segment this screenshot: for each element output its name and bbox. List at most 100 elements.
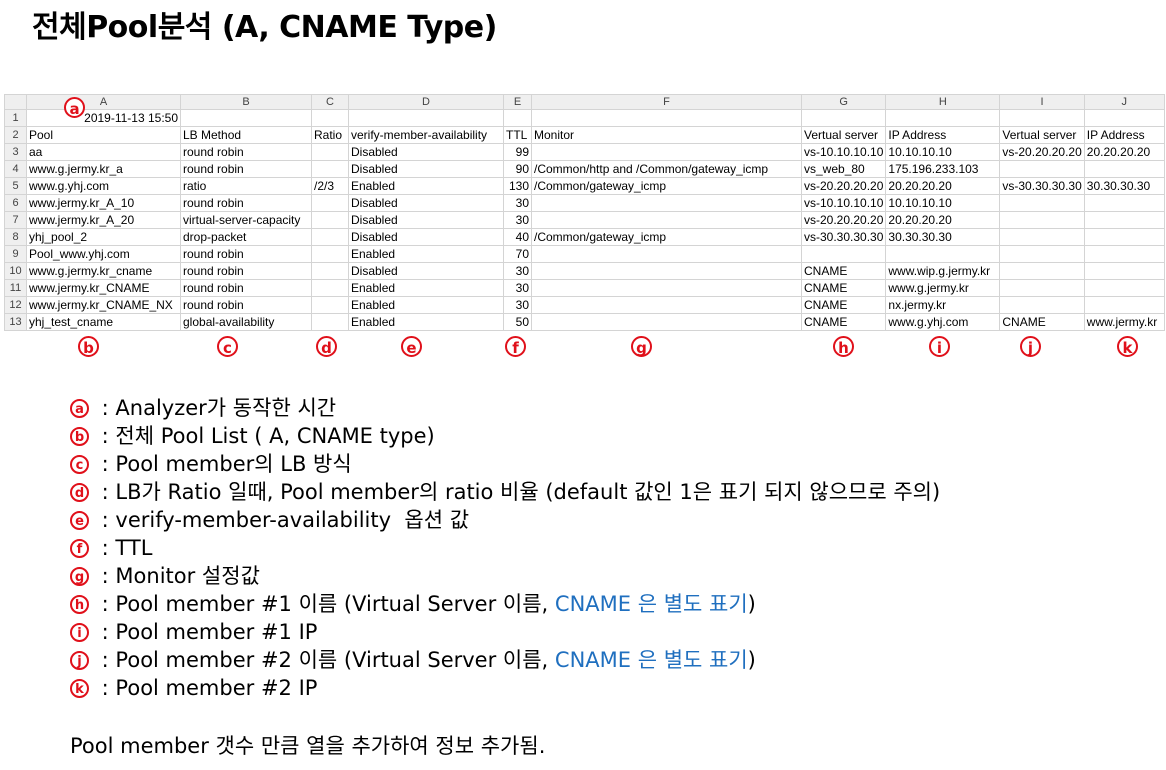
data-cell[interactable]: vs-20.20.20.20 bbox=[999, 143, 1085, 161]
data-cell[interactable] bbox=[999, 279, 1085, 297]
data-cell[interactable] bbox=[999, 262, 1085, 280]
empty-cell[interactable] bbox=[800, 109, 887, 127]
data-cell[interactable]: vs-30.30.30.30 bbox=[999, 177, 1085, 195]
column-letter[interactable]: D bbox=[348, 94, 504, 110]
row-number[interactable]: 11 bbox=[4, 279, 27, 297]
data-cell[interactable] bbox=[531, 279, 802, 297]
data-cell[interactable]: ratio bbox=[180, 177, 312, 195]
data-cell[interactable]: round robin bbox=[180, 194, 312, 212]
data-cell[interactable]: vs-10.10.10.10 bbox=[800, 194, 887, 212]
data-cell[interactable]: 50 bbox=[503, 313, 532, 331]
data-cell[interactable] bbox=[1083, 160, 1165, 178]
data-cell[interactable]: 30 bbox=[503, 279, 532, 297]
data-cell[interactable]: nx.jermy.kr bbox=[885, 296, 1001, 314]
data-cell[interactable] bbox=[531, 313, 802, 331]
data-cell[interactable]: aa bbox=[26, 143, 181, 161]
header-cell[interactable]: verify-member-availability bbox=[348, 126, 504, 144]
data-cell[interactable]: 30.30.30.30 bbox=[885, 228, 1001, 246]
data-cell[interactable]: 175.196.233.103 bbox=[885, 160, 1001, 178]
data-cell[interactable]: www.g.jermy.kr bbox=[885, 279, 1001, 297]
data-cell[interactable] bbox=[531, 245, 802, 263]
row-number[interactable]: 13 bbox=[4, 313, 27, 331]
data-cell[interactable]: vs-30.30.30.30 bbox=[800, 228, 887, 246]
empty-cell[interactable] bbox=[311, 109, 349, 127]
row-number[interactable]: 7 bbox=[4, 211, 27, 229]
data-cell[interactable]: /Common/gateway_icmp bbox=[531, 228, 802, 246]
data-cell[interactable] bbox=[311, 211, 349, 229]
data-cell[interactable]: 20.20.20.20 bbox=[1083, 143, 1165, 161]
data-cell[interactable]: 30 bbox=[503, 211, 532, 229]
data-cell[interactable]: round robin bbox=[180, 296, 312, 314]
row-number[interactable]: 9 bbox=[4, 245, 27, 263]
data-cell[interactable] bbox=[999, 228, 1085, 246]
column-letter[interactable]: G bbox=[800, 94, 887, 110]
data-cell[interactable]: round robin bbox=[180, 262, 312, 280]
data-cell[interactable] bbox=[311, 296, 349, 314]
data-cell[interactable]: global-availability bbox=[180, 313, 312, 331]
data-cell[interactable]: 90 bbox=[503, 160, 532, 178]
data-cell[interactable]: round robin bbox=[180, 279, 312, 297]
data-cell[interactable]: drop-packet bbox=[180, 228, 312, 246]
data-cell[interactable]: round robin bbox=[180, 245, 312, 263]
data-cell[interactable]: Enabled bbox=[348, 313, 504, 331]
data-cell[interactable] bbox=[311, 228, 349, 246]
data-cell[interactable]: Disabled bbox=[348, 143, 504, 161]
data-cell[interactable] bbox=[999, 211, 1085, 229]
data-cell[interactable]: www.jermy.kr_A_20 bbox=[26, 211, 181, 229]
row-number[interactable]: 10 bbox=[4, 262, 27, 280]
data-cell[interactable]: yhj_test_cname bbox=[26, 313, 181, 331]
data-cell[interactable] bbox=[1083, 262, 1165, 280]
data-cell[interactable]: www.jermy.kr_A_10 bbox=[26, 194, 181, 212]
column-letter[interactable]: E bbox=[503, 94, 532, 110]
data-cell[interactable] bbox=[311, 143, 349, 161]
data-cell[interactable]: 30 bbox=[503, 194, 532, 212]
data-cell[interactable] bbox=[531, 194, 802, 212]
data-cell[interactable]: CNAME bbox=[800, 262, 887, 280]
data-cell[interactable]: 20.20.20.20 bbox=[885, 177, 1001, 195]
column-letter[interactable]: H bbox=[885, 94, 1001, 110]
row-number[interactable]: 6 bbox=[4, 194, 27, 212]
data-cell[interactable] bbox=[311, 160, 349, 178]
data-cell[interactable]: www.g.yhj.com bbox=[885, 313, 1001, 331]
data-cell[interactable]: Disabled bbox=[348, 160, 504, 178]
timestamp-cell[interactable]: 2019-11-13 15:50 bbox=[26, 109, 181, 127]
column-letter[interactable]: F bbox=[531, 94, 802, 110]
column-letter[interactable]: I bbox=[999, 94, 1085, 110]
data-cell[interactable]: www.g.jermy.kr_cname bbox=[26, 262, 181, 280]
row-number[interactable]: 3 bbox=[4, 143, 27, 161]
data-cell[interactable] bbox=[531, 211, 802, 229]
data-cell[interactable] bbox=[885, 245, 1001, 263]
data-cell[interactable]: /Common/http and /Common/gateway_icmp bbox=[531, 160, 802, 178]
data-cell[interactable]: CNAME bbox=[800, 279, 887, 297]
data-cell[interactable]: 40 bbox=[503, 228, 532, 246]
data-cell[interactable]: yhj_pool_2 bbox=[26, 228, 181, 246]
data-cell[interactable]: virtual-server-capacity bbox=[180, 211, 312, 229]
data-cell[interactable]: Enabled bbox=[348, 245, 504, 263]
data-cell[interactable]: 20.20.20.20 bbox=[885, 211, 1001, 229]
empty-cell[interactable] bbox=[348, 109, 504, 127]
header-cell[interactable]: Vertual server bbox=[999, 126, 1085, 144]
data-cell[interactable] bbox=[311, 245, 349, 263]
data-cell[interactable]: /2/3 bbox=[311, 177, 349, 195]
data-cell[interactable] bbox=[1083, 245, 1165, 263]
data-cell[interactable]: 30.30.30.30 bbox=[1083, 177, 1165, 195]
data-cell[interactable]: vs-20.20.20.20 bbox=[800, 177, 887, 195]
data-cell[interactable] bbox=[311, 194, 349, 212]
data-cell[interactable]: vs-10.10.10.10 bbox=[800, 143, 887, 161]
data-cell[interactable]: round robin bbox=[180, 160, 312, 178]
data-cell[interactable]: CNAME bbox=[999, 313, 1085, 331]
data-cell[interactable]: www.g.jermy.kr_a bbox=[26, 160, 181, 178]
data-cell[interactable]: CNAME bbox=[800, 296, 887, 314]
data-cell[interactable]: vs_web_80 bbox=[800, 160, 887, 178]
data-cell[interactable] bbox=[311, 279, 349, 297]
data-cell[interactable]: Pool_www.yhj.com bbox=[26, 245, 181, 263]
data-cell[interactable]: 10.10.10.10 bbox=[885, 143, 1001, 161]
row-number[interactable]: 5 bbox=[4, 177, 27, 195]
data-cell[interactable]: /Common/gateway_icmp bbox=[531, 177, 802, 195]
data-cell[interactable] bbox=[1083, 211, 1165, 229]
data-cell[interactable]: 30 bbox=[503, 296, 532, 314]
header-cell[interactable]: LB Method bbox=[180, 126, 312, 144]
data-cell[interactable]: 30 bbox=[503, 262, 532, 280]
header-cell[interactable]: Ratio bbox=[311, 126, 349, 144]
empty-cell[interactable] bbox=[180, 109, 312, 127]
